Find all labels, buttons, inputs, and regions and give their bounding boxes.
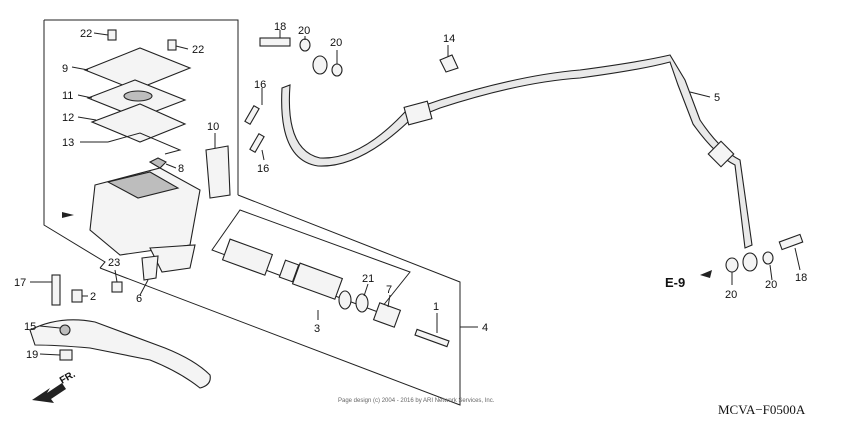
leader-lines [30,30,801,356]
banjo-fitting-lower [742,252,758,272]
copyright-text: Page design (c) 2004 - 2016 by ARI Netwo… [338,398,495,404]
reference-arrow-icon [700,270,712,278]
front-arrow-icon [32,383,66,403]
callout-14: 14 [443,33,455,45]
callout-17: 17 [14,277,26,289]
banjo-fitting [312,55,328,75]
callout-23: 23 [108,257,120,269]
gasket [107,132,182,155]
callout-12: 12 [62,112,74,124]
hose-fitting-lower [707,140,735,168]
banjo-bolt-18b [778,233,804,251]
screw-22a [107,29,117,41]
reservoir-opening [106,171,180,199]
holder-10 [205,145,231,199]
screw-22b [167,39,177,51]
callout-10: 10 [207,121,219,133]
diagram-code: MCVA−F0500A [718,402,806,417]
callout-18: 18 [795,272,807,284]
callout-22: 22 [80,28,92,40]
hose-fitting [403,100,433,126]
callout-9: 9 [62,63,68,75]
washer-20b [331,63,343,77]
reservoir-cap [83,47,192,91]
switch-6 [141,255,159,281]
callout-3: 3 [314,323,320,335]
callout-20: 20 [298,25,310,37]
callout-21: 21 [362,273,374,285]
callout-2: 2 [90,291,96,303]
cap-plate-hole [123,90,153,102]
callout-11: 11 [62,90,73,102]
screw-8 [148,157,167,169]
master-cylinder-group-outline [44,19,239,195]
master-cylinder-group-outline-left [43,20,106,269]
reference-label: E-9 [665,275,685,290]
callout-20: 20 [725,289,737,301]
callout-20: 20 [330,37,342,49]
lever-mount [149,244,196,273]
nut-19 [59,349,73,361]
callout-16: 16 [257,163,269,175]
bolt-16b [249,132,265,154]
direction-arrow-icon [62,212,74,218]
callout-20: 20 [765,279,777,291]
clutch-lever [29,319,211,389]
banjo-bolt-18a [259,37,291,47]
assembly-outline [99,194,461,406]
pushrod-1 [414,328,450,348]
callout-18: 18 [274,21,286,33]
bolt-16a [244,104,260,126]
callout-22: 22 [192,44,204,56]
piston-kit-parts [221,238,402,328]
callout-5: 5 [714,92,720,104]
bolt-17 [51,274,61,306]
callout-1: 1 [433,301,439,313]
washer-20d [762,251,774,265]
washer-20c [725,257,739,273]
callout-6: 6 [136,293,142,305]
callout-19: 19 [26,349,38,361]
callout-16: 16 [254,79,266,91]
diaphragm [90,103,187,143]
front-label: FR. [58,369,78,387]
clutch-hose [281,54,753,249]
screw-23 [111,281,123,293]
callout-7: 7 [386,284,392,296]
callout-8: 8 [178,163,184,175]
lever-pivot [59,324,71,336]
callout-15: 15 [24,321,36,333]
collar-2 [71,289,83,303]
washer-20a [299,38,311,52]
clip-14 [439,54,459,73]
callout-13: 13 [62,137,74,149]
callout-4: 4 [482,322,488,334]
